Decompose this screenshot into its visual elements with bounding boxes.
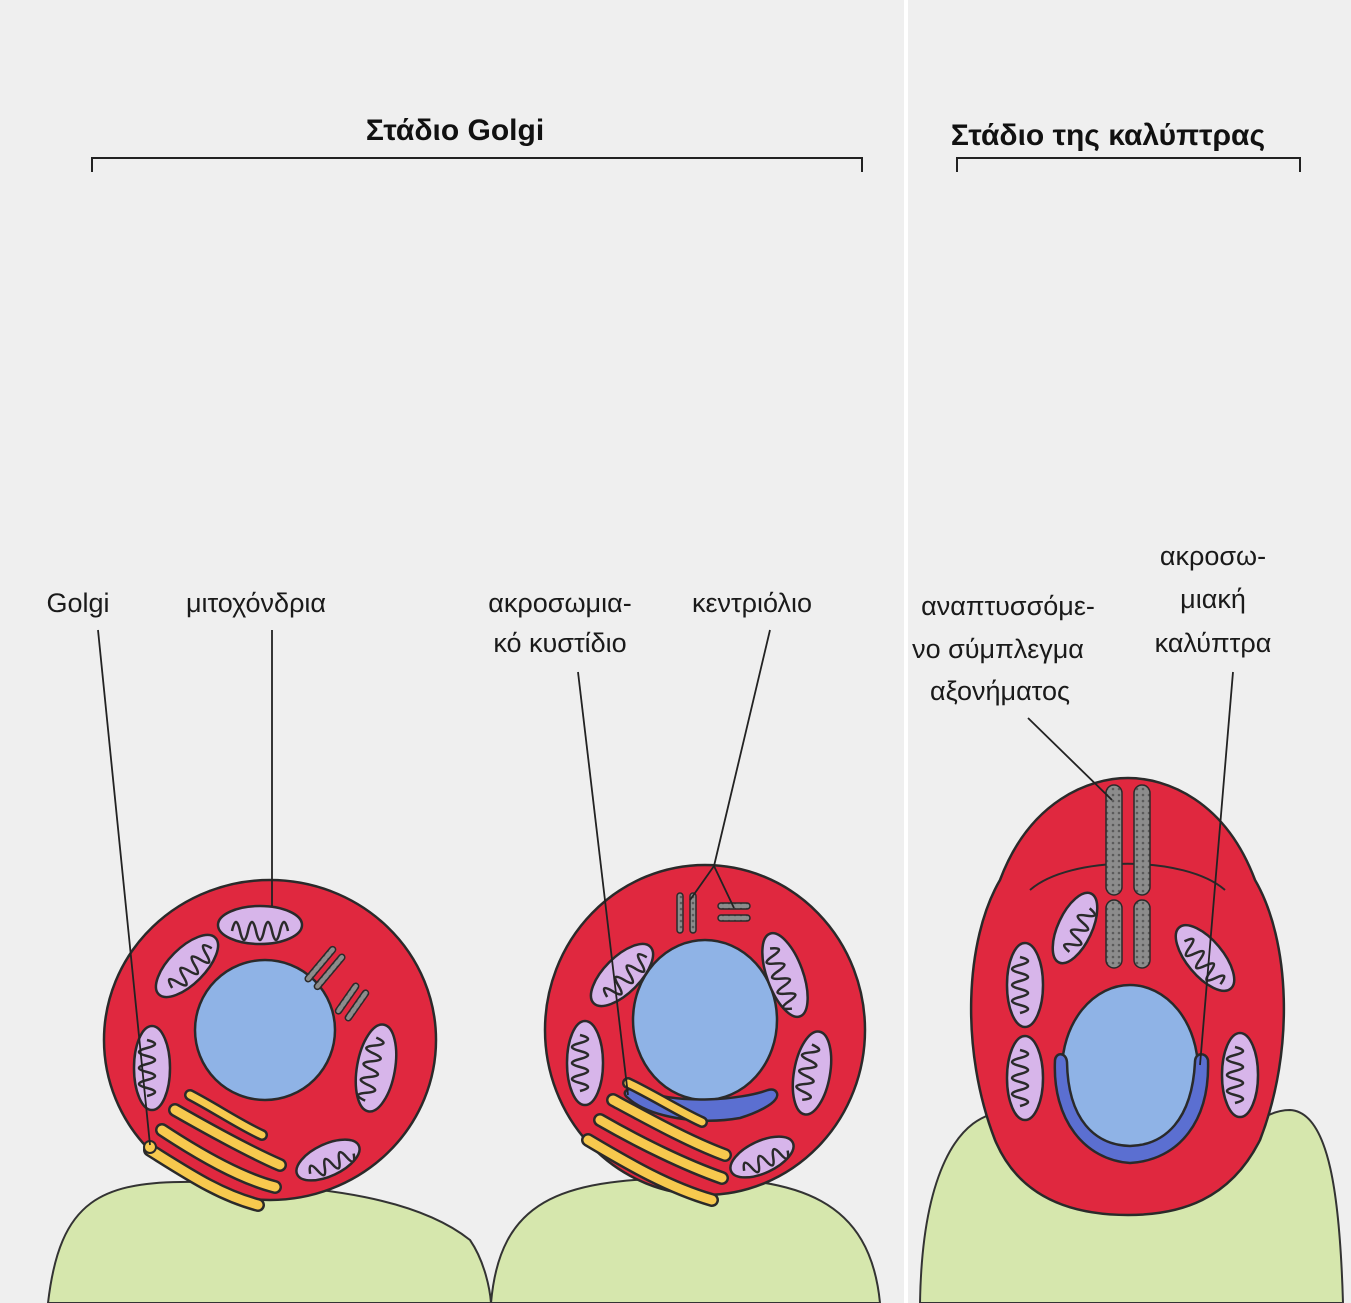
nucleus — [631, 938, 779, 1102]
leader-acrosomal-cap — [1199, 671, 1234, 1066]
label-axoneme-3: αξονήματος — [930, 676, 1070, 706]
label-axoneme-1: αναπτυσσόμε- — [921, 591, 1095, 621]
mitochondrion — [761, 931, 809, 1019]
label-acrosomal-vesicle-1: ακροσωμια- — [488, 588, 631, 618]
mitochondrion — [1220, 1031, 1260, 1119]
nucleus — [193, 958, 337, 1102]
cell-membrane-fold — [1029, 862, 1226, 891]
label-acrosomal-cap-1: ακροσω- — [1160, 541, 1266, 571]
mitochondrion — [565, 1019, 605, 1107]
title-cap-stage: Στάδιο της καλύπτρας — [951, 119, 1265, 152]
leader-acrosomal-vesicle — [577, 671, 629, 1096]
mitochondrion — [295, 1138, 361, 1182]
mitochondrion — [132, 1024, 172, 1112]
leader-centriole-2 — [689, 865, 715, 901]
mitochondrion — [354, 1023, 398, 1113]
centriole-pair — [676, 892, 751, 934]
mitochondrion — [1005, 1034, 1045, 1122]
centriole-pair — [334, 982, 370, 1022]
label-acrosomal-vesicle-2: κό κυστίδιο — [493, 628, 626, 658]
acrosomal-cap — [1053, 1053, 1210, 1165]
label-axoneme-2: νο σύμπλεγμα — [912, 634, 1084, 664]
spermatid-golgi-1 — [102, 878, 438, 1212]
mitochondrion — [1174, 923, 1236, 993]
bracket-golgi-stage — [91, 157, 863, 172]
leader-lines — [97, 629, 1234, 1146]
mitochondrion — [216, 904, 304, 946]
label-mitochondria: μιτοχόνδρια — [186, 588, 326, 618]
golgi-apparatus — [143, 1089, 287, 1212]
golgi-apparatus — [581, 1077, 732, 1207]
mitochondrion — [154, 933, 220, 999]
leader-axoneme — [1027, 717, 1113, 801]
mitochondrion — [729, 1135, 795, 1179]
label-golgi: Golgi — [46, 588, 109, 618]
leader-centriole-1 — [713, 629, 771, 867]
label-acrosomal-cap-2: μιακή — [1180, 584, 1246, 614]
leader-centriole-3 — [713, 865, 735, 909]
bracket-cap-stage — [956, 157, 1301, 172]
mitochondrion — [589, 942, 655, 1008]
label-acrosomal-cap-3: καλύπτρα — [1155, 628, 1272, 658]
mitochondrion — [1005, 941, 1045, 1029]
developing-axoneme — [1105, 784, 1151, 969]
title-golgi-stage: Στάδιο Golgi — [366, 114, 544, 147]
centriole-pair — [304, 945, 346, 991]
mitochondrion — [1051, 891, 1099, 965]
mitochondrion — [791, 1030, 833, 1116]
leader-golgi — [97, 629, 151, 1146]
spermatid-golgi-2 — [543, 863, 867, 1207]
spermatid-cap-stage — [969, 776, 1286, 1217]
label-centriole: κεντριόλιο — [692, 588, 812, 618]
